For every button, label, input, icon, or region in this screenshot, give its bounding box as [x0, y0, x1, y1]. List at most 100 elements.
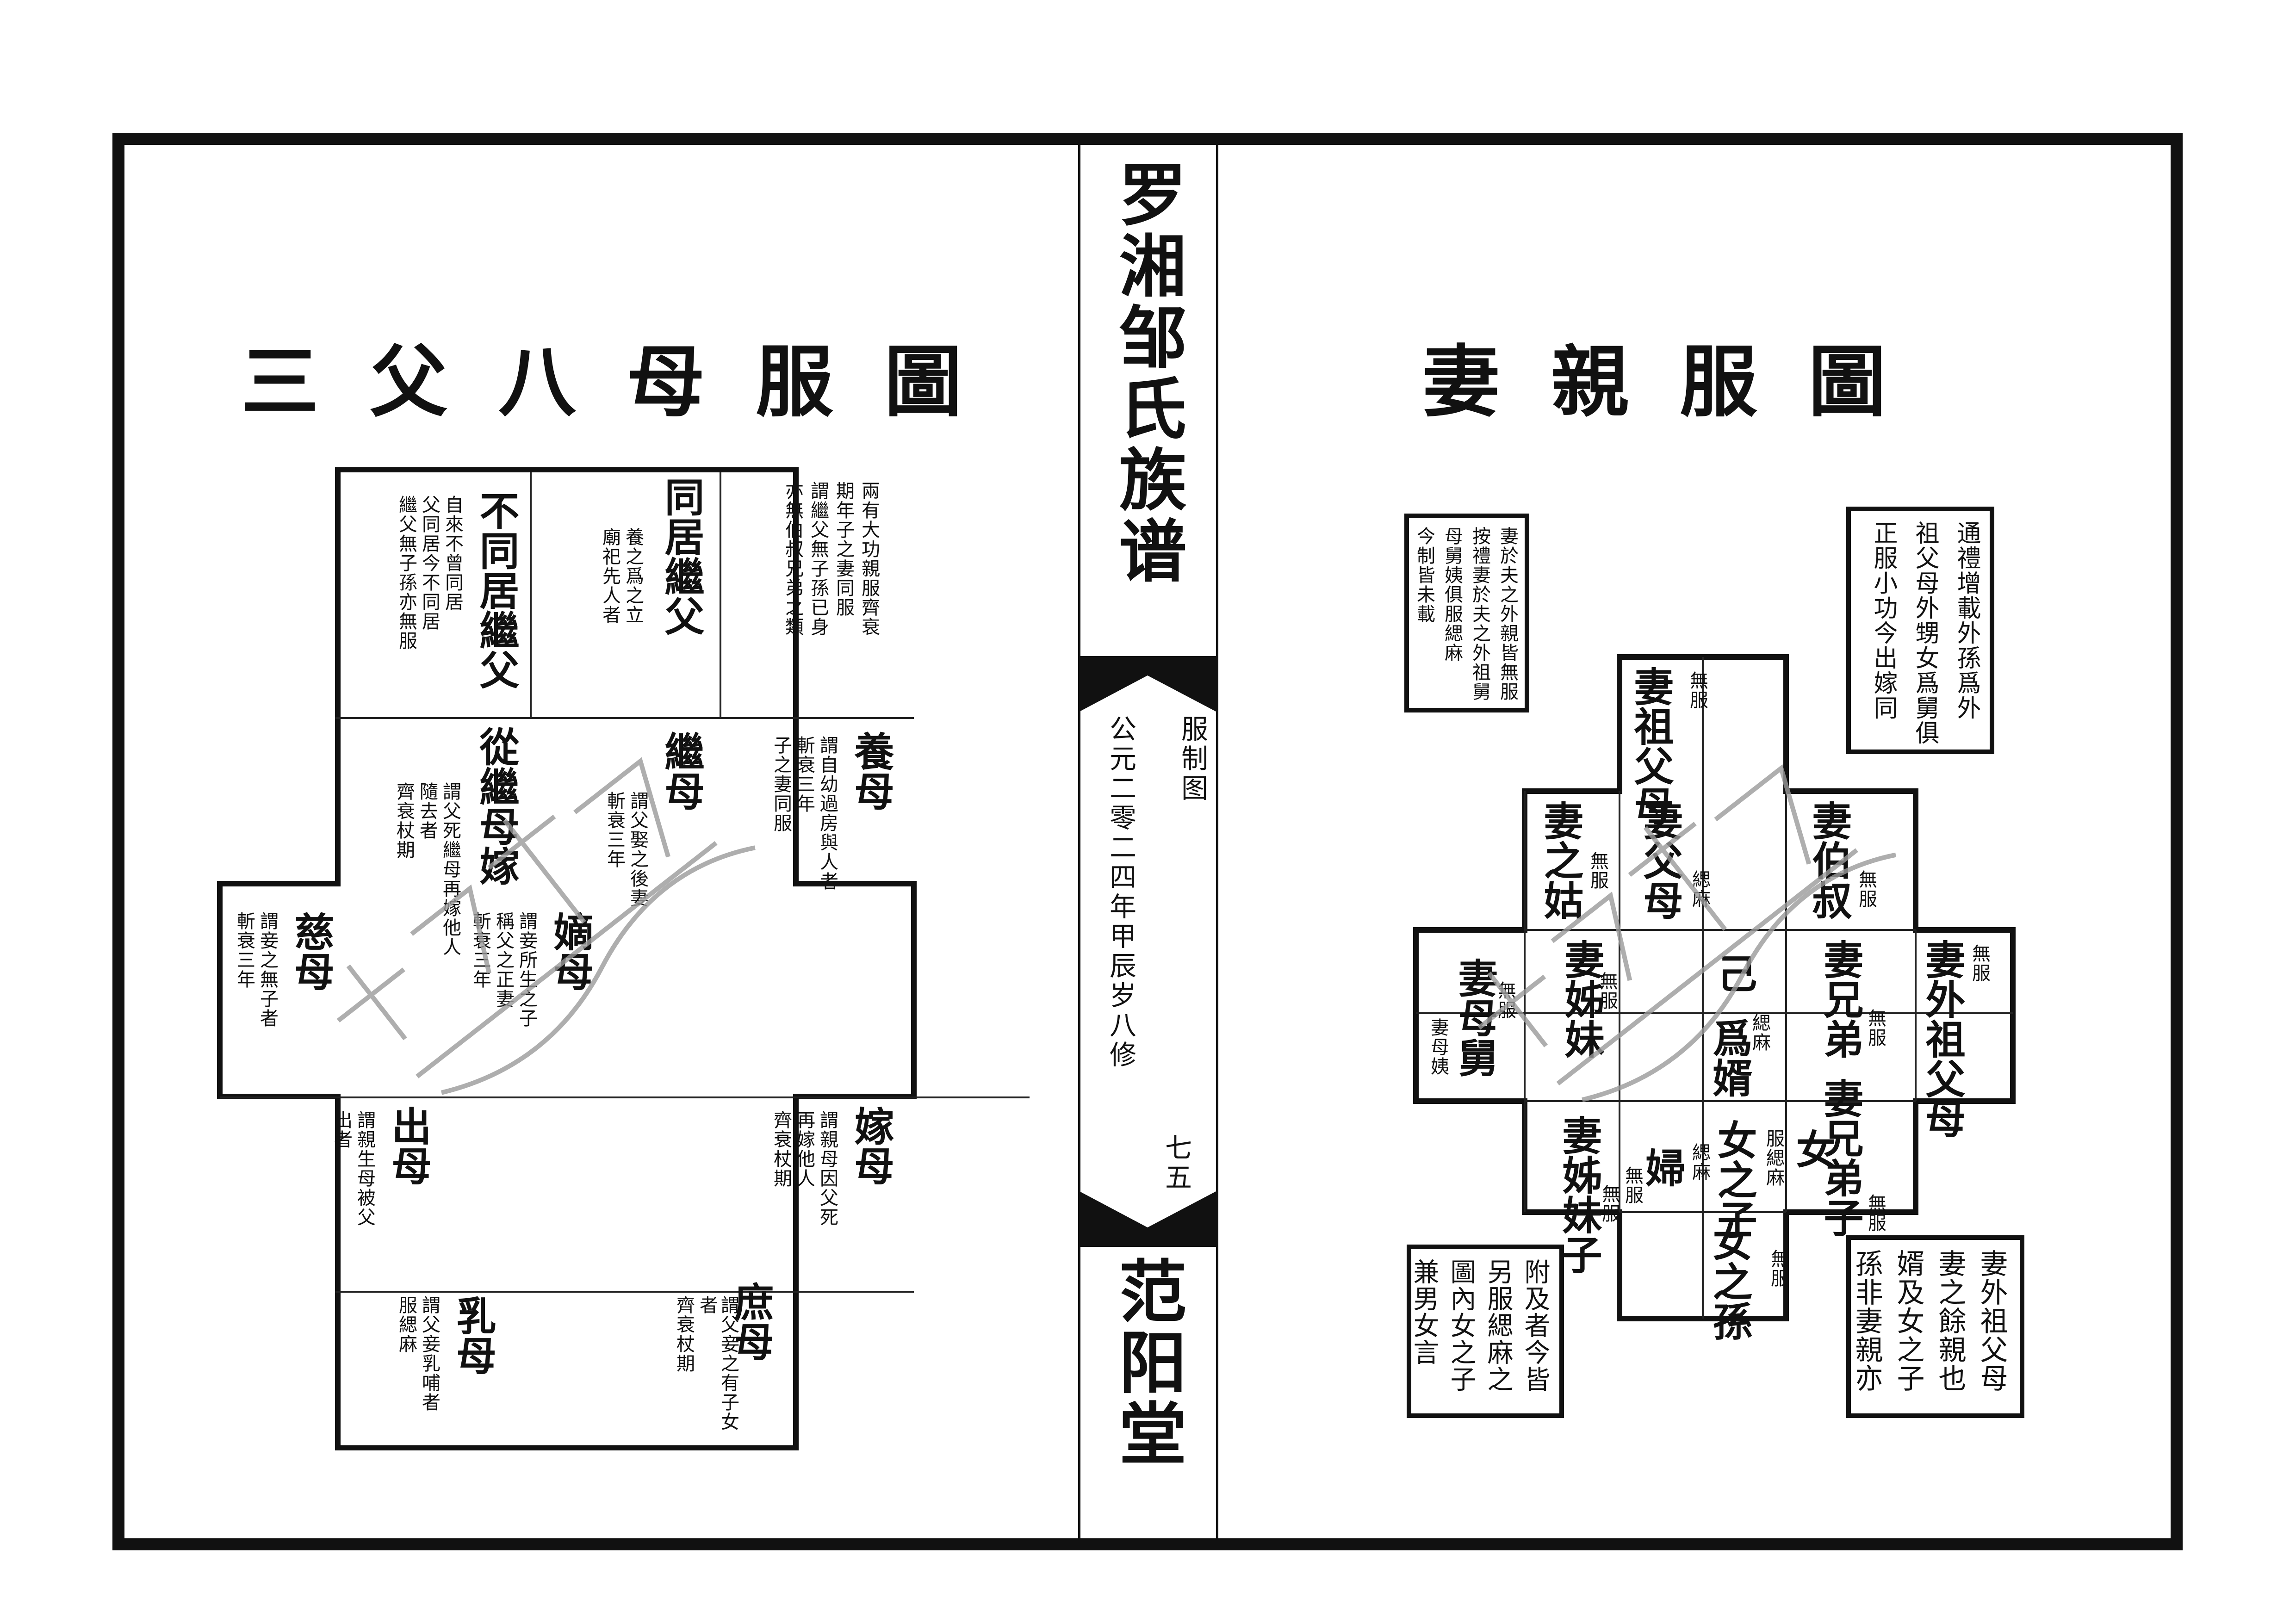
jiamu-line-3: 齊衰杖期: [770, 1110, 792, 1188]
qi-fumu-head: 妻父母: [1636, 800, 1683, 920]
right-page-title: 妻親服圖: [1422, 336, 1937, 427]
nu-zi-head: 女之子: [1710, 1120, 1757, 1239]
wei-xu-service: 緦麻: [1749, 1013, 1770, 1052]
cimu-line-1: 謂妾之無子者: [257, 911, 278, 1028]
qi-waizufumu-service: 無服: [1969, 944, 1990, 983]
bottom-left-note-box: 附及者今皆 另服緦麻之 圖內女之子 兼男女言: [1407, 1245, 1564, 1418]
dimu-head: 嫡母: [546, 911, 593, 991]
yangmu-head: 養母: [847, 731, 894, 811]
rumu-line-2: 服緦麻: [396, 1295, 417, 1354]
cimu-line-2: 斬衰三年: [234, 911, 255, 989]
spine-fishtail-top: [1080, 656, 1216, 712]
wei-xu-head: 爲婿: [1706, 1018, 1752, 1097]
tongju-jifu-head: 同居繼父: [658, 477, 704, 636]
note-column-2: 期年子之妻同服: [833, 481, 854, 617]
note-column-3: 謂繼父無子孫已身: [807, 481, 829, 637]
top-right-note-2: 祖父母外甥女爲舅俱: [1911, 520, 1939, 745]
spine-fishtail-bottom: [1080, 1191, 1216, 1247]
spine-border-left: [1078, 139, 1080, 1544]
bottom-right-note-2: 妻之餘親也: [1934, 1249, 1966, 1393]
qi-gu-service: 無服: [1587, 851, 1608, 890]
tongju-jifu-line-1: 養之爲之立: [622, 527, 644, 625]
qi-gu-head: 妻之姑: [1537, 800, 1583, 920]
qi-xiongdi-zi-service: 無服: [1865, 1194, 1886, 1233]
bu-tongju-line-1: 自來不曾同居: [442, 495, 463, 612]
cong-jimu-line-2: 隨去者: [416, 782, 438, 840]
top-left-note-2: 按禮妻於夫之外祖舅: [1469, 527, 1490, 701]
bottom-left-note-3: 圖內女之子: [1446, 1258, 1476, 1393]
top-right-note-3: 正服小功今出嫁同: [1869, 520, 1897, 720]
shumu-line-1: 謂父妾之有子女者: [696, 1295, 739, 1431]
jimu-head: 繼母: [658, 731, 704, 811]
qi-zimei-service: 無服: [1596, 972, 1618, 1010]
note-column-1: 兩有大功親服齊衰: [858, 481, 880, 637]
qi-zufumu-service: 無服: [1687, 671, 1708, 710]
top-left-note-box: 妻於夫之外親皆無服 按禮妻於夫之外祖舅 母舅姨俱服緦麻 今制皆未載: [1404, 514, 1529, 712]
yangmu-line-3: 子之妻同服: [770, 736, 792, 833]
chumu-head: 出母: [385, 1106, 431, 1185]
dimu-line-1: 謂妾所生之子: [516, 911, 537, 1028]
nu-head: 女: [1789, 1129, 1836, 1169]
qi-xiongdi-zi-head: 妻兄弟子: [1817, 1078, 1863, 1237]
note-column-4: 亦無伯叔兄弟之類: [782, 481, 803, 637]
bottom-left-note-4: 兼男女言: [1409, 1258, 1439, 1366]
bottom-right-note-4: 孫非妻親亦: [1850, 1249, 1883, 1393]
qi-zufumu-head: 妻祖父母: [1627, 666, 1674, 825]
jiamu-line-1: 謂親母因父死: [817, 1110, 838, 1227]
qi-xiongdi-head: 妻兄弟: [1817, 939, 1863, 1059]
watermark-right: [1477, 764, 1897, 1102]
chumu-line-1: 謂親生母被父: [354, 1110, 375, 1227]
dimu-line-2: 稱父之正妻: [493, 911, 514, 1009]
wife-kin-grid-outline: [1413, 654, 2016, 1321]
cimu-head: 慈母: [287, 911, 334, 991]
watermark-left: [336, 757, 756, 1095]
cong-jimu-line-1: 謂父死繼母再嫁他人: [440, 782, 461, 957]
bottom-left-note-1: 附及者今皆: [1520, 1258, 1550, 1393]
left-page-title: 三父八母服圖: [241, 336, 1013, 427]
bottom-left-note-2: 另服緦麻之: [1483, 1258, 1513, 1393]
page-number: 七五: [1160, 1134, 1192, 1193]
edition-label: 公元二零二四年甲辰岁八修: [1105, 715, 1136, 1070]
jiamu-line-2: 再嫁他人: [794, 1110, 815, 1188]
book-title: 罗湘邹氏族谱: [1108, 160, 1187, 587]
page-frame: [112, 133, 2183, 1550]
cong-jimu-head: 從繼母嫁: [472, 726, 519, 886]
nu-zi-service: 緦麻: [1689, 1143, 1710, 1182]
qi-zimei-zi-service: 無服: [1599, 1184, 1620, 1223]
rumu-head: 乳母: [449, 1295, 496, 1375]
hall-name: 范阳堂: [1108, 1256, 1187, 1470]
qi-zimei-zi-head: 妻姊妹子: [1555, 1115, 1602, 1274]
qi-waizufumu-head: 妻外祖父母: [1918, 939, 1965, 1138]
chumu-line-2: 出者: [331, 1110, 352, 1149]
bu-tongju-line-3: 繼父無子孫亦無服: [396, 495, 417, 650]
jimu-line-1: 謂父娶之後妻: [627, 791, 648, 908]
shumu-line-2: 齊衰杖期: [673, 1295, 695, 1373]
top-left-note-4: 今制皆未載: [1414, 527, 1435, 624]
rumu-line-1: 謂父妾乳哺者: [419, 1295, 440, 1412]
bottom-right-note-1: 妻外祖父母: [1975, 1249, 2008, 1393]
xu-fu-head: 婦: [1638, 1147, 1685, 1187]
top-right-note-box: 通禮增載外孫爲外 祖父母外甥女爲舅俱 正服小功今出嫁同: [1846, 507, 1994, 754]
top-left-note-3: 母舅姨俱服緦麻: [1441, 527, 1463, 663]
jimu-line-2: 斬衰三年: [604, 791, 625, 869]
nu-sun-head: 女之孫: [1706, 1221, 1752, 1341]
top-right-note-1: 通禮增載外孫爲外: [1953, 520, 1980, 720]
bottom-right-note-3: 婿及女之子: [1892, 1249, 1924, 1393]
bu-tongju-line-2: 父同居今不同居: [419, 495, 440, 631]
yangmu-line-2: 斬衰三年: [794, 736, 815, 813]
shumu-head: 庶母: [727, 1282, 774, 1361]
yangmu-line-1: 謂自幼過房與人者: [817, 736, 838, 891]
spine-border-right: [1216, 139, 1218, 1544]
chapter-label: 服制图: [1177, 715, 1208, 804]
jiamu-head: 嫁母: [847, 1106, 894, 1185]
xu-fu-service: 無服: [1622, 1166, 1643, 1205]
qi-muyi-head: 妻母姨: [1427, 1018, 1449, 1076]
top-left-note-1: 妻於夫之外親皆無服: [1497, 527, 1518, 701]
nu-service: 服緦麻: [1763, 1129, 1784, 1187]
bu-tongju-jifu-head: 不同居繼父: [472, 490, 519, 689]
tongju-jifu-line-2: 廟祀先人者: [599, 527, 621, 625]
cong-jimu-line-3: 齊衰杖期: [393, 782, 415, 860]
qi-boshu-service: 無服: [1855, 870, 1877, 909]
nu-sun-service: 無服: [1768, 1249, 1789, 1288]
qi-zimei-head: 妻姊妹: [1558, 939, 1604, 1059]
